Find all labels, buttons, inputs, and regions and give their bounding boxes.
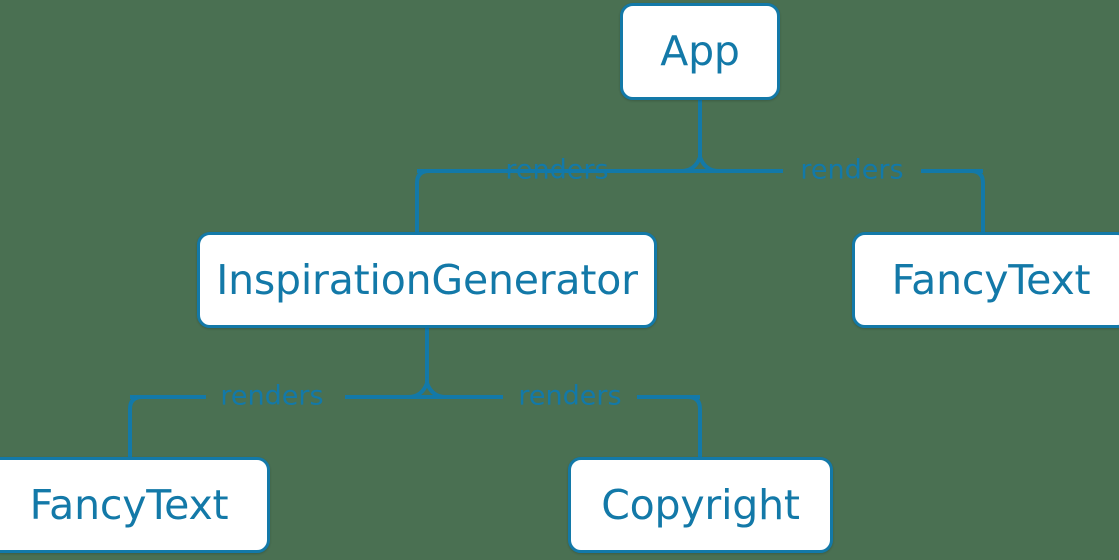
edge-ig-left-drop: [128, 395, 143, 457]
edge-ig-right-drop: [687, 395, 702, 457]
node-fancy-text-bottom[interactable]: FancyText: [0, 457, 270, 553]
node-fancy-text-bottom-label: FancyText: [29, 480, 229, 529]
node-copyright-label: Copyright: [601, 480, 800, 529]
edge-label-inspiration-generator-to-fancy-text-bottom: renders: [220, 380, 324, 412]
node-inspiration-generator[interactable]: InspirationGenerator: [197, 232, 657, 328]
node-app-label: App: [660, 27, 740, 75]
edge-label-app-to-fancy-text-right: renders: [800, 154, 904, 186]
node-fancy-text-right-label: FancyText: [891, 255, 1091, 304]
edge-app-junction: [680, 151, 720, 173]
edge-label-app-to-inspiration-generator: renders: [505, 154, 609, 186]
node-inspiration-generator-label: InspirationGenerator: [216, 255, 638, 304]
edge-label-inspiration-generator-to-copyright: renders: [518, 380, 622, 412]
edge-ig-junction: [407, 377, 447, 399]
edge-app-left-drop: [415, 169, 430, 232]
node-app[interactable]: App: [620, 3, 780, 100]
node-copyright[interactable]: Copyright: [568, 457, 833, 553]
edge-app-right-drop: [970, 169, 985, 232]
node-fancy-text-right[interactable]: FancyText: [852, 232, 1119, 328]
